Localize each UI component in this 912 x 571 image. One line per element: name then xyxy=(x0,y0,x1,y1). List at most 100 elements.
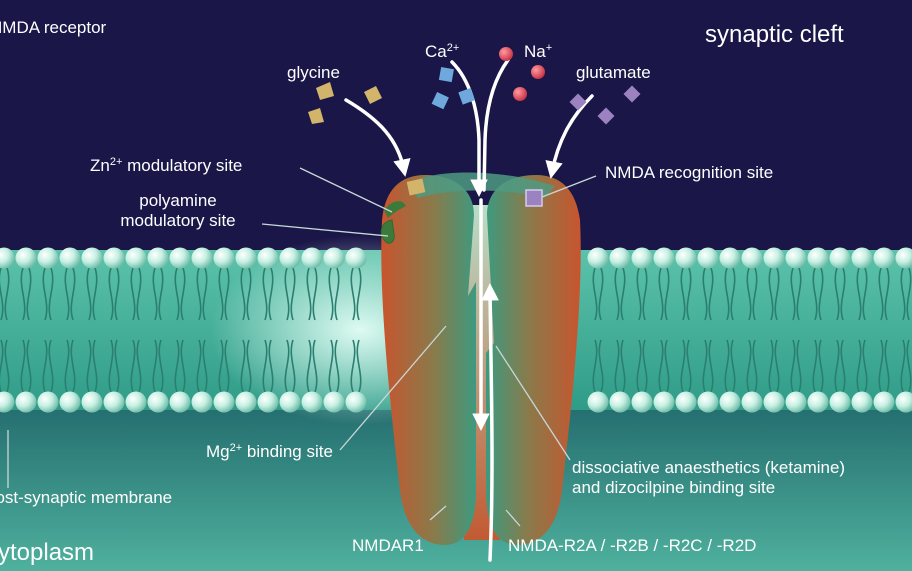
nmdar2-label: NMDA-R2A / -R2B / -R2C / -R2D xyxy=(508,536,757,555)
lipid-tail xyxy=(878,339,884,393)
lipid-head xyxy=(15,247,37,269)
lipid-tail xyxy=(328,267,334,321)
lipid-tail xyxy=(686,339,692,393)
glycine-label: glycine xyxy=(287,63,340,82)
lipid-head xyxy=(81,391,103,413)
lipid-tail xyxy=(180,339,186,393)
lipid-tail xyxy=(92,267,98,321)
nmda-recognition-marker xyxy=(525,189,543,207)
lipid-tail xyxy=(202,339,208,393)
sodium-symbol: Na xyxy=(524,42,546,61)
lipid-tail xyxy=(86,339,92,393)
lipid-tail xyxy=(196,267,202,321)
lipid-head xyxy=(213,247,235,269)
mg-charge: 2+ xyxy=(229,442,243,454)
lipid-tail xyxy=(796,267,802,321)
leader-lines xyxy=(7,167,597,527)
lipid-tail xyxy=(840,267,846,321)
lipid-head xyxy=(147,247,169,269)
lipid-head xyxy=(103,391,125,413)
lipid-head xyxy=(323,247,345,269)
lipid-tail xyxy=(262,267,268,321)
sodium-charge: + xyxy=(545,42,553,54)
lipid-tail xyxy=(724,267,730,321)
lipid-tail xyxy=(834,339,840,393)
lipid-tail xyxy=(268,267,274,321)
mg-site-text: binding site xyxy=(242,442,333,461)
lipid-tail xyxy=(48,339,54,393)
lipid-head xyxy=(235,247,257,269)
lipid-tail xyxy=(328,339,334,393)
lipid-tail xyxy=(20,267,26,321)
lipid-tail xyxy=(878,267,884,321)
lipid-tail xyxy=(268,339,274,393)
polyamine-site-marker xyxy=(380,219,395,244)
calcium-charge: 2+ xyxy=(446,42,460,54)
lipid-tail xyxy=(730,339,736,393)
glutamate-molecules xyxy=(569,85,641,125)
lipid-head xyxy=(125,391,147,413)
lipid-tail xyxy=(70,339,76,393)
lipid-tail xyxy=(642,339,648,393)
lipid-tail xyxy=(790,339,796,393)
lipid-head xyxy=(213,391,235,413)
lipid-head xyxy=(37,247,59,269)
lipid-head xyxy=(785,391,807,413)
lipid-head xyxy=(741,391,763,413)
lipid-tail xyxy=(4,267,10,321)
lipid-tail xyxy=(856,339,862,393)
lipid-head xyxy=(851,247,873,269)
lipid-tail xyxy=(158,267,164,321)
lipid-tail xyxy=(240,339,246,393)
zn-site-marker xyxy=(384,201,406,218)
lipid-tail xyxy=(812,339,818,393)
title-label: NMDA receptor xyxy=(0,18,107,37)
lipid-tail xyxy=(114,267,120,321)
lipid-head xyxy=(323,391,345,413)
lipid-head xyxy=(609,247,631,269)
lipid-tail xyxy=(840,339,846,393)
lipid-head xyxy=(697,391,719,413)
lipid-tail xyxy=(702,267,708,321)
lipid-head xyxy=(15,391,37,413)
lipid-head xyxy=(829,247,851,269)
lipid-tail xyxy=(196,339,202,393)
zn-symbol: Zn xyxy=(90,156,110,175)
lipid-head xyxy=(675,391,697,413)
lipid-tail xyxy=(108,267,114,321)
nmdar1-subunit xyxy=(381,175,476,545)
lipid-head xyxy=(675,247,697,269)
lipid-tail xyxy=(818,339,824,393)
calcium-ions xyxy=(431,67,475,110)
lipid-head xyxy=(0,247,15,269)
lipid-tail xyxy=(174,267,180,321)
dissociative-label-line2: and dizocilpine binding site xyxy=(572,478,776,497)
lipid-tail xyxy=(702,339,708,393)
membrane-label: post-synaptic membrane xyxy=(0,488,173,507)
lipid-tail xyxy=(906,339,912,393)
lipid-tail xyxy=(306,267,312,321)
lipid-tail xyxy=(680,339,686,393)
lipid-tail xyxy=(312,339,318,393)
lipid-head xyxy=(301,391,323,413)
lipid-tail xyxy=(900,339,906,393)
lipid-tail xyxy=(620,267,626,321)
lipid-tail xyxy=(658,267,664,321)
lipid-tail xyxy=(26,267,32,321)
lipid-head xyxy=(895,247,912,269)
lipid-tail xyxy=(284,267,290,321)
lipid-tail xyxy=(884,339,890,393)
lipid-tail xyxy=(708,339,714,393)
lipid-tail xyxy=(636,267,642,321)
lipid-head xyxy=(169,247,191,269)
lipid-head xyxy=(279,391,301,413)
lipid-tail xyxy=(70,267,76,321)
lipid-tail xyxy=(664,267,670,321)
sodium-label: Na+ xyxy=(524,42,552,61)
lipid-head xyxy=(895,391,912,413)
lipid-head xyxy=(719,247,741,269)
lipid-tail xyxy=(774,267,780,321)
lipid-head xyxy=(103,247,125,269)
dissociative-label-line1: dissociative anaesthetics (ketamine) xyxy=(572,458,846,477)
lipid-head xyxy=(257,247,279,269)
